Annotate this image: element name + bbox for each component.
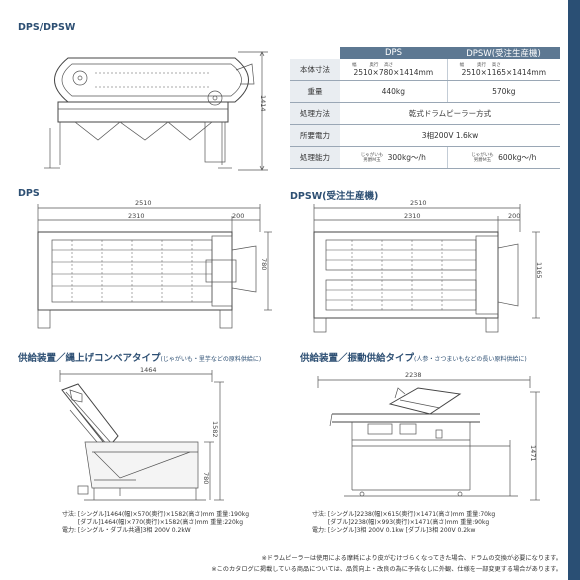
feeder-vibration-specs: 寸法: [シングル]2238(幅)×615(奥行)×1471(高さ)mm 重量:…: [311, 511, 496, 534]
spec-col-dpsw: DPSW(受注生産機): [447, 47, 560, 59]
spec-row-capacity: 処理能力 じゃがいも男爵M玉 300kg～/h じゃがいも男爵M玉 600kg～…: [290, 146, 560, 169]
dpsw-plan-title: DPSW(受注生産機): [290, 191, 379, 202]
dps-plan-title: DPS: [18, 188, 40, 199]
dps-front-drawing: [44, 51, 268, 171]
spec-row-size: 本体寸法 幅 奥行 高さ 2510×780×1414mm 幅 奥行 高さ 251…: [290, 59, 560, 81]
feeder-conveyor-specs: 寸法: [シングル]1464(幅)×570(奥行)×1582(高さ)mm 重量:…: [61, 511, 250, 534]
dpsw-plan-drawing: [313, 204, 540, 333]
feeder-vibration-width-label: 2238: [405, 371, 422, 379]
spec-row-power: 所要電力 3相200V 1.6kw: [290, 124, 560, 147]
feeder-conveyor-width-label: 1464: [140, 366, 157, 374]
dps-total-width-label: 2510: [135, 199, 152, 207]
spec-row-method: 処理方法 乾式ドラムピーラー方式: [290, 102, 560, 125]
spec-row-weight: 重量 440kg 570kg: [290, 80, 560, 103]
feeder-vibration-title: 供給装置／振動供給タイプ(人参・さつまいもなどの長い原料供給に): [300, 353, 527, 364]
dpsw-right-width-label: 200: [508, 212, 521, 220]
spec-col-dps: DPS: [340, 47, 448, 59]
dps-inner-width-label: 2310: [128, 212, 145, 220]
dpsw-inner-width-label: 2310: [404, 212, 421, 220]
dps-plan-drawing: [37, 204, 272, 329]
dpsw-total-width-label: 2510: [410, 199, 427, 207]
note-drum-replacement: ※ドラムピーラーは使用による摩耗により皮がむけづらくなってきた場合、ドラムの交換…: [261, 555, 562, 562]
feeder-conveyor-title: 供給装置／縄上げコンベアタイプ(じゃがいも・里芋などの原料供給に): [18, 353, 262, 364]
feeder-conveyor-drawing: [59, 370, 224, 501]
page-title: DPS/DPSW: [18, 22, 76, 33]
dps-right-width-label: 200: [232, 212, 245, 220]
feeder-vibration-drawing: [317, 376, 540, 501]
side-accent-bar: [568, 0, 580, 580]
note-spec-change: ※このカタログに掲載している商品については、品質向上・改良の為に予告なしに外観、…: [211, 566, 562, 573]
spec-table: DPS DPSW(受注生産機) 本体寸法 幅 奥行 高さ 2510×780×14…: [290, 47, 560, 169]
